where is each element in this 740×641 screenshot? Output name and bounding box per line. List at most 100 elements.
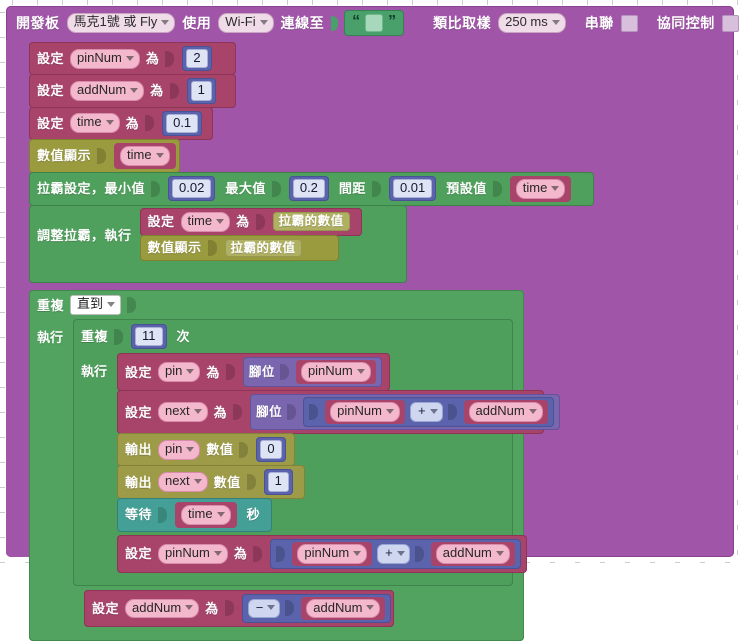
variable-dropdown-pinnum[interactable]: pinNum <box>300 362 371 383</box>
variable-dropdown-time[interactable]: time <box>181 504 231 525</box>
set-pin-block[interactable]: 設定 pin 為 腳位 <box>117 353 391 392</box>
variable-dropdown-addnum[interactable]: addNum <box>70 80 145 101</box>
variable-value-block-pinnum[interactable]: pinNum <box>295 360 376 385</box>
repeat-times-block[interactable]: 重複 11 次 執行 設定 <box>73 319 560 586</box>
variable-dropdown-addnum[interactable]: addNum <box>435 543 510 564</box>
variable-dropdown-time[interactable]: time <box>70 113 120 134</box>
board-header-row: 開發板 馬克1號 或 Fly 使用 Wi-Fi 連線至 “ ” 類比取樣 250… <box>6 6 740 40</box>
math-add-block[interactable]: pinNum + <box>270 538 521 569</box>
variable-dropdown-time[interactable]: time <box>515 178 566 199</box>
wait-block[interactable]: 等待 time 秒 <box>117 497 273 532</box>
number-block-0-1[interactable]: 0.1 <box>162 110 203 136</box>
pin-value-block[interactable]: 腳位 pinNum <box>250 394 560 431</box>
variable-dropdown-pin[interactable]: pin <box>158 439 201 460</box>
set-pinnum-block[interactable]: 設定 pinNum 為 2 <box>29 42 236 76</box>
operator-dropdown-plus[interactable]: + <box>377 543 410 564</box>
variable-dropdown-pin[interactable]: pin <box>158 362 201 383</box>
number-block-1[interactable]: 1 <box>263 469 293 495</box>
value-socket <box>239 441 249 458</box>
repeat-until-body: 執行 重複 11 次 執行 <box>29 319 560 628</box>
slider-setup-label: 拉霸設定，最小值 <box>37 181 146 197</box>
variable-dropdown-next[interactable]: next <box>158 472 208 492</box>
set-label: 設定 <box>125 546 153 562</box>
variable-value-block-addnum[interactable]: addNum <box>301 596 386 621</box>
variable-dropdown-addnum[interactable]: addNum <box>306 598 381 619</box>
number-block-0[interactable]: 0 <box>256 437 286 463</box>
print-label: 數值顯示 <box>37 148 92 164</box>
set-label: 設定 <box>125 364 153 380</box>
board-model-dropdown[interactable]: 馬克1號 或 Fly <box>66 13 176 33</box>
variable-dropdown-pinnum[interactable]: pinNum <box>297 543 368 564</box>
board-block[interactable]: 開發板 馬克1號 或 Fly 使用 Wi-Fi 連線至 “ ” 類比取樣 250… <box>6 6 739 641</box>
repeat-mode-dropdown[interactable]: 直到 <box>70 295 122 315</box>
variable-name: pinNum <box>165 544 210 560</box>
variable-value-block-pinnum[interactable]: pinNum <box>292 541 373 566</box>
set-addnum-block[interactable]: 設定 addNum 為 1 <box>29 74 236 108</box>
variable-dropdown-time[interactable]: time <box>180 211 231 232</box>
output-next-block[interactable]: 輸出 next 數值 1 <box>117 465 306 499</box>
slider-value-label: 拉霸的數值 <box>278 214 344 229</box>
variable-dropdown-time[interactable]: time <box>120 145 170 166</box>
number-value: 0.01 <box>392 179 433 199</box>
operator-dropdown-minus[interactable]: − <box>247 598 281 619</box>
as-label: 為 <box>206 364 220 380</box>
variable-name: pin <box>165 440 183 456</box>
pin-value-block[interactable]: 腳位 pinNum <box>242 357 382 388</box>
variable-name: pinNum <box>304 544 350 560</box>
repeat-until-block[interactable]: 重複 直到 執行 重複 11 <box>29 290 560 641</box>
set-pinnum-add-block[interactable]: 設定 pinNum 為 <box>117 534 528 573</box>
chevron-down-icon <box>185 605 194 611</box>
variable-dropdown-pinnum[interactable]: pinNum <box>330 402 400 423</box>
number-block-11[interactable]: 11 <box>131 324 167 350</box>
output-pin-block[interactable]: 輸出 pin 數值 0 <box>117 433 296 467</box>
math-add-block[interactable]: pinNum + <box>303 397 554 428</box>
cooperate-checkbox[interactable] <box>721 14 739 32</box>
math-negate-block[interactable]: − addNum <box>241 593 392 624</box>
variable-dropdown-pinnum[interactable]: pinNum <box>158 543 228 564</box>
print-slider-value-block[interactable]: 數值顯示 拉霸的數值 <box>139 234 339 262</box>
variable-dropdown-next[interactable]: next <box>158 402 208 423</box>
condition-socket-empty[interactable] <box>127 297 137 314</box>
variable-value-block-addnum[interactable]: addNum <box>463 400 548 425</box>
number-value: 0.02 <box>172 179 212 199</box>
variable-dropdown-pinnum[interactable]: pinNum <box>70 48 140 69</box>
variable-name: time <box>127 146 152 162</box>
number-block-max[interactable]: 0.2 <box>288 176 329 202</box>
variable-value-block-addnum[interactable]: addNum <box>430 541 515 566</box>
number-block-2[interactable]: 2 <box>182 46 212 72</box>
connect-text-input[interactable] <box>365 14 384 32</box>
repeat-times-header: 重複 11 次 <box>73 319 513 353</box>
number-block-1[interactable]: 1 <box>186 78 216 104</box>
number-block-min[interactable]: 0.02 <box>168 176 216 202</box>
operator-value: − <box>255 599 264 615</box>
slider-setup-block[interactable]: 拉霸設定，最小值 0.02 最大值 0.2 間距 0.01 預設值 time <box>29 171 594 206</box>
chevron-down-icon <box>186 446 195 452</box>
connect-string-block[interactable]: “ ” <box>344 10 405 36</box>
operator-dropdown-plus[interactable]: + <box>409 402 443 423</box>
variable-value-block-pinnum[interactable]: pinNum <box>325 400 405 425</box>
set-time-from-slider-block[interactable]: 設定 time 為 拉霸的數值 <box>139 207 362 236</box>
value-socket <box>207 239 217 256</box>
slider-change-block[interactable]: 調整拉霸，執行 設定 time 為 拉霸的數值 <box>29 204 407 284</box>
variable-dropdown-addnum[interactable]: addNum <box>468 402 543 423</box>
set-time-block[interactable]: 設定 time 為 0.1 <box>29 106 213 140</box>
connection-type-dropdown[interactable]: Wi-Fi <box>218 13 274 33</box>
slider-value-block[interactable]: 拉霸的數值 <box>224 238 302 258</box>
serial-checkbox[interactable] <box>620 14 638 32</box>
chevron-down-icon <box>125 55 134 61</box>
variable-value-block-time[interactable]: time <box>114 142 176 169</box>
slider-value-label: 拉霸的數值 <box>230 240 296 255</box>
slider-value-block[interactable]: 拉霸的數值 <box>272 212 350 231</box>
sampling-rate-dropdown[interactable]: 250 ms <box>498 13 566 33</box>
set-next-block[interactable]: 設定 next 為 腳位 <box>117 390 560 435</box>
number-block-step[interactable]: 0.01 <box>388 176 437 202</box>
chevron-down-icon <box>551 20 560 25</box>
variable-dropdown-addnum[interactable]: addNum <box>125 598 200 619</box>
value-socket <box>279 364 289 381</box>
value-socket <box>224 600 234 617</box>
as-label: 為 <box>125 115 140 131</box>
print-time-block[interactable]: 數值顯示 time <box>29 138 180 173</box>
variable-value-block-time[interactable]: time <box>175 501 237 528</box>
variable-value-block-time[interactable]: time <box>509 175 572 202</box>
set-addnum-negate-block[interactable]: 設定 addNum 為 − <box>84 589 395 628</box>
